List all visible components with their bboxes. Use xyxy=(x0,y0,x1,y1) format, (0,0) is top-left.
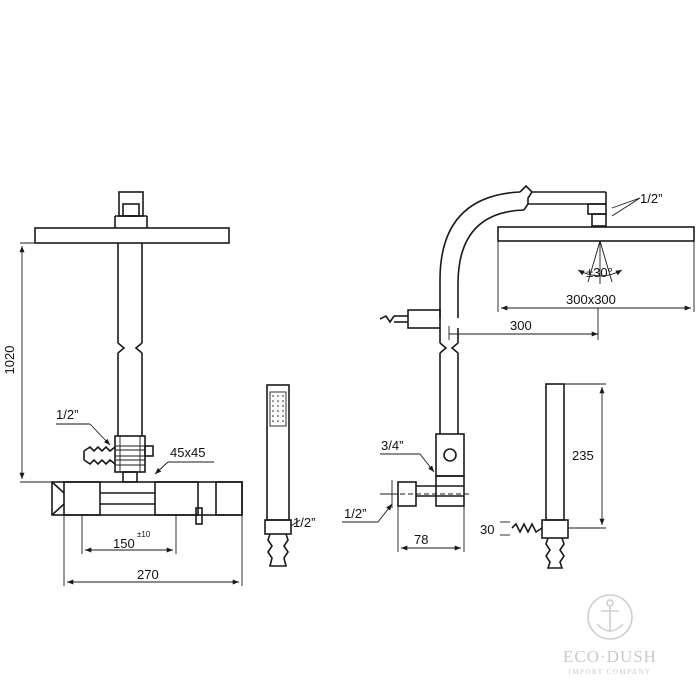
wall-holder: 235 30 xyxy=(480,383,606,569)
hand-shower: 1/2” xyxy=(264,384,315,567)
head-connection-label: 1/2” xyxy=(640,191,662,206)
front-view-dimensions: 1020 1/2” 45x45 150 ±10 270 xyxy=(2,242,243,586)
front-view xyxy=(34,191,243,525)
tolerance-label: ±10 xyxy=(137,530,151,539)
tilt-angle-label: ±30° xyxy=(586,265,613,280)
width-270-label: 270 xyxy=(137,567,159,582)
hand-shower-connection-label: 1/2” xyxy=(293,515,315,530)
center-distance-label: 150 xyxy=(113,536,135,551)
inlet-12-label: 1/2” xyxy=(344,506,366,521)
brand-name: ECO·DUSH xyxy=(563,647,657,666)
arm-length-label: 300 xyxy=(510,318,532,333)
holder-offset-label: 30 xyxy=(480,522,494,537)
brand-tagline: IMPORT COMPANY xyxy=(568,668,651,676)
inlet-34-label: 3/4” xyxy=(381,438,403,453)
holder-height-label: 235 xyxy=(572,448,594,463)
wall-connection-label: 45x45 xyxy=(170,445,205,460)
height-1020-label: 1020 xyxy=(2,346,17,375)
side-view: ±30° 1/2” 300x300 300 xyxy=(379,184,695,434)
spray-holes xyxy=(272,395,284,422)
mixer-inlet-label: 1/2” xyxy=(56,407,78,422)
side-mixer: 3/4” 1/2” 78 xyxy=(342,433,470,552)
brand-watermark: ECO·DUSH IMPORT COMPANY xyxy=(563,594,657,676)
head-size-label: 300x300 xyxy=(566,292,616,307)
depth-78-label: 78 xyxy=(414,532,428,547)
anchor-icon xyxy=(587,594,633,640)
